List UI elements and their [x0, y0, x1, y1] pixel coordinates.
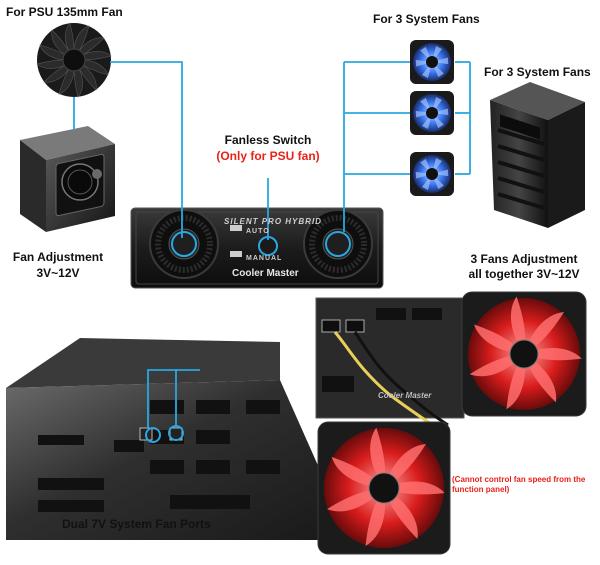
blue-fan-2 — [410, 91, 454, 135]
psu-connector-detail-image — [315, 297, 465, 432]
label-fan-adjustment-title: Fan Adjustment — [12, 250, 104, 264]
label-cannot-control: (Cannot control fan speed from the funct… — [452, 475, 586, 494]
function-panel-image — [130, 207, 384, 289]
label-system-fans-right: For 3 System Fans — [484, 65, 591, 79]
label-three-fans-title: 3 Fans Adjustment — [470, 252, 578, 266]
red-fan-large — [461, 291, 587, 417]
panel-brand: Cooler Master — [232, 268, 299, 279]
label-fan-adjustment-range: 3V~12V — [36, 266, 80, 280]
panel-auto-label: AUTO — [246, 228, 270, 235]
label-dual-ports: Dual 7V System Fan Ports — [62, 517, 211, 531]
label-fanless-note: (Only for PSU fan) — [216, 149, 320, 163]
connector-lines — [73, 61, 471, 428]
label-psu-fan: For PSU 135mm Fan — [6, 5, 123, 19]
panel-manual-label: MANUAL — [246, 255, 283, 262]
label-three-fans-range: all together 3V~12V — [468, 267, 580, 281]
label-fanless-switch: Fanless Switch — [224, 133, 312, 147]
blue-fan-1 — [410, 40, 454, 84]
psu-fan-image — [36, 22, 112, 98]
psu-brand: Cooler Master — [378, 391, 432, 400]
pc-case-image — [490, 82, 585, 228]
panel-product-name: SILENT PRO HYBRID — [224, 217, 322, 226]
large-psu-image — [6, 338, 320, 540]
label-system-fans-top: For 3 System Fans — [373, 12, 480, 26]
red-fan-small — [317, 421, 451, 555]
blue-fan-3 — [410, 152, 454, 196]
psu-unit-image — [20, 126, 115, 232]
port-highlight-markers — [171, 231, 351, 257]
